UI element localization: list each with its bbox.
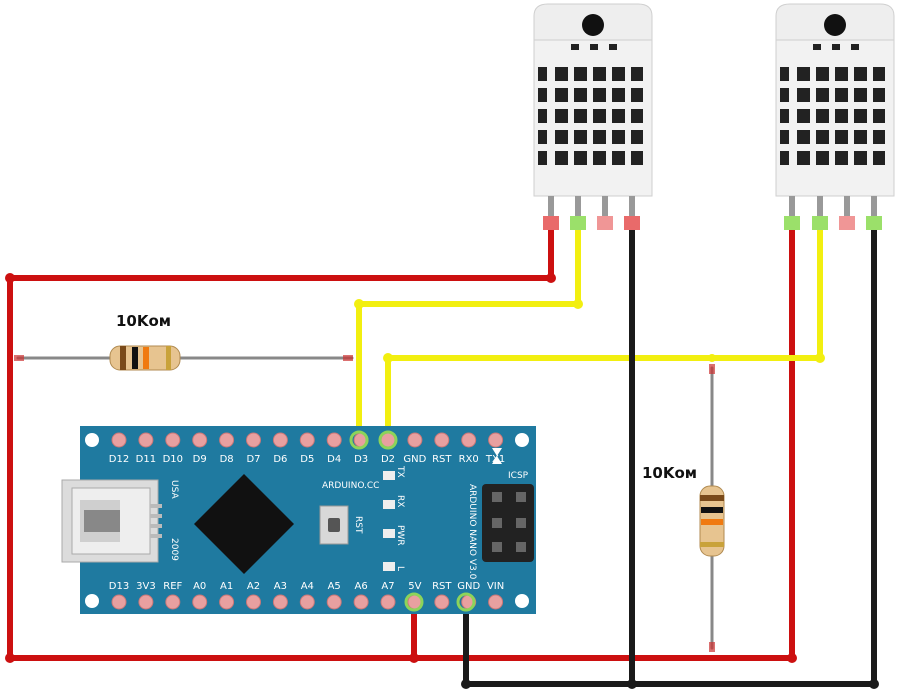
status-leds [383, 471, 395, 571]
bottom-pin [111, 594, 127, 610]
bottom-pin-label: REF [163, 581, 182, 592]
bottom-pin [165, 594, 181, 610]
sensor-2-hole [824, 14, 846, 36]
wire-data-sensor2 [385, 221, 823, 441]
sensor-1-pins [543, 196, 640, 230]
top-pin-label: D3 [354, 454, 368, 465]
bottom-pin [326, 594, 342, 610]
sensor-1-hole [582, 14, 604, 36]
top-pin [192, 432, 208, 448]
silk-year: 2009 [169, 538, 179, 561]
top-pin [299, 432, 315, 448]
top-pin [138, 432, 154, 448]
bottom-pin-label: A4 [301, 581, 314, 592]
bottom-pin [299, 594, 315, 610]
bottom-pin-label: A0 [193, 581, 206, 592]
top-pin-label: D6 [273, 454, 287, 465]
silk-led-tx: TX [395, 465, 405, 478]
bottom-pin [138, 594, 154, 610]
bottom-pin [192, 594, 208, 610]
top-pin-label: D4 [327, 454, 341, 465]
top-pin-label: D8 [220, 454, 234, 465]
bottom-pin-label: GND [457, 581, 480, 592]
resistor-1-label: 10Kом [116, 312, 171, 330]
resistor-1 [109, 345, 181, 371]
top-pin [461, 432, 477, 448]
top-pin [407, 432, 423, 448]
bottom-pin-label: A2 [247, 581, 260, 592]
silk-rst: RST [353, 516, 363, 534]
sensor-2-grille [780, 67, 885, 165]
bottom-pin-label: A5 [328, 581, 341, 592]
silk-led-l: L [395, 566, 405, 571]
bottom-pin [219, 594, 235, 610]
bottom-pin [353, 594, 369, 610]
bottom-pin-header: D13 3V3 REF A0 A1 A2 A3 A4 A5 A6 A7 5V RST GND VIN [109, 581, 504, 610]
usb-connector [61, 479, 162, 563]
top-pin [434, 432, 450, 448]
wire-data-sensor1 [356, 221, 581, 441]
bottom-pin-label: A3 [274, 581, 287, 592]
bottom-pin [434, 594, 450, 610]
bottom-pin [380, 594, 396, 610]
bottom-pin-label: 5V [408, 581, 421, 592]
silk-url: ARDUINO.CC [322, 481, 379, 491]
top-pin-label: D2 [381, 454, 395, 465]
bottom-pin [246, 594, 261, 610]
icsp-header [482, 448, 534, 562]
top-pin-label: D5 [300, 454, 314, 465]
bottom-pin-label: D13 [109, 581, 129, 592]
bottom-pin-label: VIN [487, 581, 504, 592]
top-pin [246, 432, 261, 448]
top-pin-label: D11 [136, 454, 156, 465]
resistor-2 [699, 485, 725, 557]
wire-gnd-board [463, 221, 877, 687]
silk-led-rx: RX [395, 495, 405, 507]
top-pin [488, 432, 504, 448]
silk-led-pwr: PWR [395, 525, 405, 546]
top-pin-header: D12 D11 D10 D9 D8 D7 D6 D5 D4 D3 D2 GND RST RX0 TX1 [109, 432, 505, 465]
top-pin-label: D7 [246, 454, 260, 465]
top-pin [326, 432, 342, 448]
bottom-pin [272, 594, 288, 610]
bottom-pin-label: A1 [220, 581, 233, 592]
top-pin-label: D9 [193, 454, 207, 465]
bottom-pin-label: RST [432, 581, 452, 592]
top-pin-label: RX0 [459, 454, 479, 465]
sensor-2-pins [784, 196, 882, 230]
bottom-pin-label: A7 [381, 581, 394, 592]
arduino-nano-board: ARDUINO.CC USA 2009 RST ARDUINO NANO V3.… [61, 426, 536, 614]
resistor-2-label: 10Kом [642, 464, 697, 482]
top-pin [111, 432, 127, 448]
bottom-pin [488, 594, 504, 610]
sensor-1 [533, 3, 653, 230]
silk-usa: USA [169, 480, 179, 499]
top-pin-label: RST [432, 454, 452, 465]
top-pin-label: D10 [163, 454, 183, 465]
sensor-2 [775, 3, 895, 230]
top-pin [165, 432, 181, 448]
wire-5v-outer-loop [7, 221, 795, 661]
wire-junctions [5, 273, 879, 689]
reset-button [319, 505, 349, 545]
bottom-pin-label: A6 [354, 581, 367, 592]
bottom-pin-label: 3V3 [136, 581, 156, 592]
top-pin [272, 432, 288, 448]
top-pin-label: D12 [109, 454, 129, 465]
mcu-chip [194, 474, 294, 574]
connected-pin-highlights [349, 430, 476, 612]
sensor-1-grille [538, 67, 643, 165]
top-pin-label: TX1 [485, 454, 505, 465]
silk-icsp: ICSP [508, 471, 529, 481]
top-pin [219, 432, 235, 448]
wires [7, 221, 877, 687]
silk-nano: ARDUINO NANO V3.0 [467, 484, 477, 580]
top-pin-label: GND [403, 454, 426, 465]
